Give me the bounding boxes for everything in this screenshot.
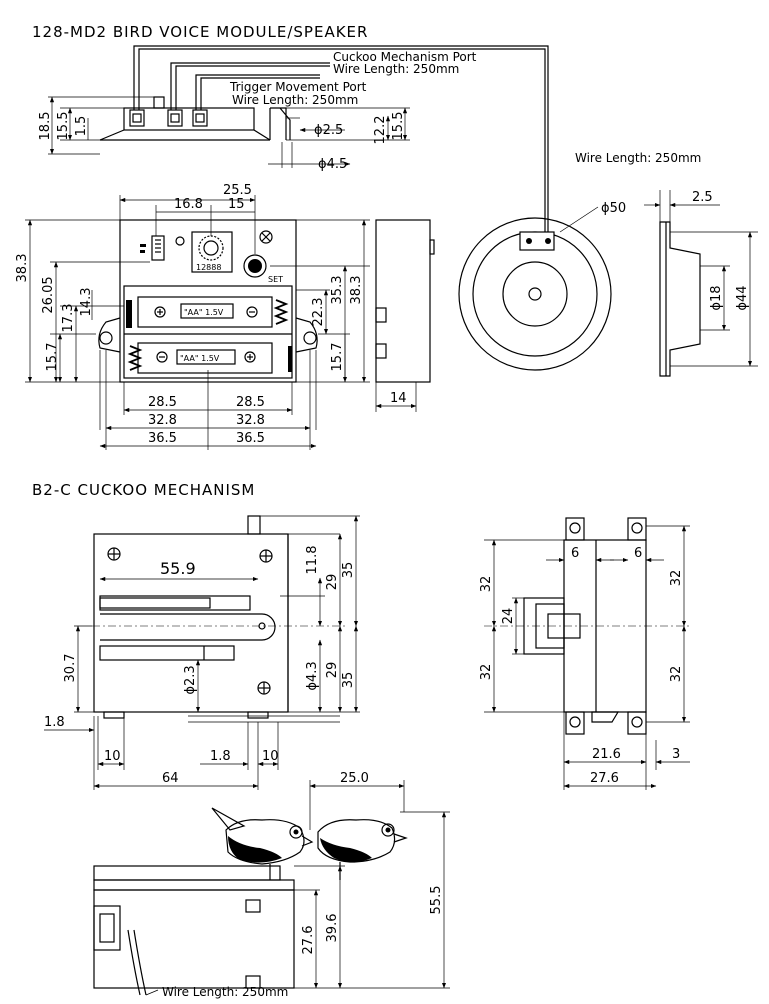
module-edge-view xyxy=(375,219,435,412)
speaker-side-view xyxy=(644,190,758,377)
dim-module-phi4-5: ϕ4.5 xyxy=(318,157,347,172)
cuckoo-port-label: Cuckoo Mechanism Port xyxy=(333,50,477,64)
trigger-port-connector-b xyxy=(192,109,208,127)
dim-speaker-2-5: 2.5 xyxy=(692,190,713,205)
dim-birds-27-6: 27.6 xyxy=(301,926,316,955)
dim-mech-29-upper: 29 xyxy=(325,574,340,591)
dim-mech-1-8-left: 1.8 xyxy=(44,715,65,730)
dim-mech-29-lower: 29 xyxy=(325,662,340,679)
mechanism-title: B2-C CUCKOO MECHANISM xyxy=(32,481,255,499)
dim-side-32-d: 32 xyxy=(669,666,684,683)
cuckoo-wire-label: Wire Length: 250mm xyxy=(333,62,459,76)
dim-module-36-5-right: 36.5 xyxy=(236,431,265,446)
dim-module-phi2-5: ϕ2.5 xyxy=(314,123,343,138)
dim-module-15-7: 15.7 xyxy=(45,343,60,372)
dim-mech-64: 64 xyxy=(162,771,179,786)
dim-side-27-6: 27.6 xyxy=(590,771,619,786)
dim-side-21-6: 21.6 xyxy=(592,747,621,762)
battery-2-label: "AA" 1.5V xyxy=(180,354,220,363)
dim-module-18-5: 18.5 xyxy=(38,112,53,141)
battery-spring-1 xyxy=(273,299,289,325)
mechanism-side-view xyxy=(484,517,690,790)
set-label: SET xyxy=(268,275,283,284)
dim-mech-30-7: 30.7 xyxy=(63,654,78,683)
dim-module-36-5-left: 36.5 xyxy=(148,431,177,446)
dim-side-6-b: 6 xyxy=(634,546,642,561)
dim-module-22-3: 22.3 xyxy=(311,298,326,327)
set-button xyxy=(243,254,267,278)
bottom-wire-label: Wire Length: 250mm xyxy=(162,985,288,999)
cuckoo-port-connector xyxy=(129,109,145,127)
dim-side-24: 24 xyxy=(501,608,516,625)
dim-birds-55-5: 55.5 xyxy=(429,886,444,915)
dim-mech-35-lower: 35 xyxy=(341,672,356,689)
battery-1 xyxy=(137,296,273,328)
mechanism-front-view xyxy=(44,515,360,790)
dim-module-28-5-left: 28.5 xyxy=(148,395,177,410)
dim-module-17-3: 17.3 xyxy=(61,304,76,333)
module-front-view xyxy=(25,195,370,450)
trigger-port-label: Trigger Movement Port xyxy=(229,80,367,94)
dim-mech-10-left: 10 xyxy=(104,749,121,764)
dim-module-14-3: 14.3 xyxy=(79,288,94,317)
dim-module-15-7-right: 15.7 xyxy=(330,343,345,372)
dim-side-6-a: 6 xyxy=(571,546,579,561)
counter-label: 12888 xyxy=(196,263,221,272)
dim-mech-55-9: 55.9 xyxy=(160,559,196,578)
dim-module-26-05: 26.05 xyxy=(41,276,56,313)
dim-mech-11-8: 11.8 xyxy=(305,546,320,575)
dim-speaker-phi50: ϕ50 xyxy=(601,201,626,216)
module-title: 128-MD2 BIRD VOICE MODULE/SPEAKER xyxy=(32,23,368,41)
speaker-wire-label: Wire Length: 250mm xyxy=(575,151,701,165)
trigger-wire-label: Wire Length: 250mm xyxy=(232,93,358,107)
dim-side-32-c: 32 xyxy=(669,570,684,587)
battery-spring-2 xyxy=(127,345,143,371)
dim-side-32-b: 32 xyxy=(479,664,494,681)
cuckoo-bird-2 xyxy=(317,819,408,880)
cuckoo-birds-view xyxy=(93,780,450,996)
dim-module-1-5: 1.5 xyxy=(74,116,89,137)
dim-module-15-5-right: 15.5 xyxy=(391,112,406,141)
dim-mech-1-8-right: 1.8 xyxy=(210,749,231,764)
dim-side-32-a: 32 xyxy=(479,576,494,593)
dim-side-3: 3 xyxy=(672,747,680,762)
trigger-port-connector-a xyxy=(167,109,183,127)
dip-switch xyxy=(151,235,165,261)
dim-speaker-phi44: ϕ44 xyxy=(735,285,750,310)
cuckoo-bird-1 xyxy=(211,807,314,880)
dim-module-15: 15 xyxy=(228,197,245,212)
screw-icon xyxy=(259,230,273,244)
dim-module-15-5: 15.5 xyxy=(56,112,71,141)
dim-module-28-5-right: 28.5 xyxy=(236,395,265,410)
dim-mech-phi4-3: ϕ4.3 xyxy=(305,661,320,690)
dim-module-32-8-left: 32.8 xyxy=(148,413,177,428)
dim-speaker-phi18: ϕ18 xyxy=(709,285,724,310)
dim-module-38-3-right: 38.3 xyxy=(349,276,364,305)
dim-birds-39-6: 39.6 xyxy=(325,914,340,943)
dim-module-38-3: 38.3 xyxy=(15,254,30,283)
dim-mech-35-upper: 35 xyxy=(341,562,356,579)
gear-icon xyxy=(198,235,224,261)
dim-birds-25-0: 25.0 xyxy=(340,771,369,786)
speaker-front-view xyxy=(458,206,612,371)
dim-module-35-3: 35.3 xyxy=(330,276,345,305)
battery-1-label: "AA" 1.5V xyxy=(184,308,224,317)
dim-module-12-2: 12.2 xyxy=(373,116,388,145)
dim-mech-phi2-3: ϕ2.3 xyxy=(183,665,198,694)
module-side-view xyxy=(48,45,549,235)
dim-module-32-8-right: 32.8 xyxy=(236,413,265,428)
dim-module-14: 14 xyxy=(390,391,407,406)
cuckoo-wire xyxy=(133,45,549,235)
dim-module-16-8: 16.8 xyxy=(174,197,203,212)
dim-module-25-5: 25.5 xyxy=(223,183,252,198)
dim-mech-10-right: 10 xyxy=(262,749,279,764)
trigger-wire xyxy=(195,74,320,110)
